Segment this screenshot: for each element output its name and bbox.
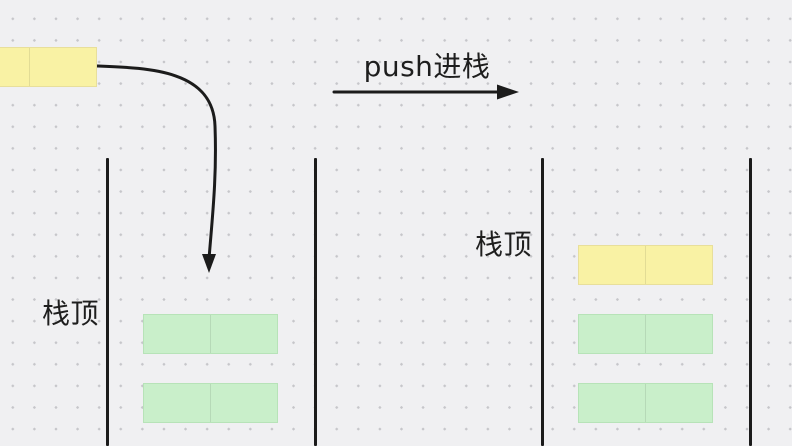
left-stack-right-wall <box>314 158 317 446</box>
stack-item <box>143 383 278 423</box>
stack-cell <box>144 384 211 422</box>
stack-cell <box>579 384 646 422</box>
left-stack-items <box>143 314 278 423</box>
stack-item <box>143 314 278 354</box>
arrowhead-right-icon <box>497 84 519 100</box>
stack-cell <box>30 48 96 86</box>
stack-item <box>578 245 713 285</box>
push-arrow-label: push进栈 <box>363 50 491 83</box>
push-curve-arrow <box>95 64 217 273</box>
stack-cell <box>579 246 646 284</box>
left-stack-top-label: 栈顶 <box>42 297 100 330</box>
stack-cell <box>646 315 712 353</box>
right-stack-right-wall <box>749 158 752 446</box>
stack-cell <box>579 315 646 353</box>
stack-cell <box>144 315 211 353</box>
arrowhead-down-icon <box>202 254 216 273</box>
stack-cell <box>646 246 712 284</box>
right-stack-top-label: 栈顶 <box>475 228 533 261</box>
incoming-item <box>0 47 97 87</box>
right-stack-items <box>578 245 713 423</box>
stack-cell <box>211 384 277 422</box>
stack-item <box>578 383 713 423</box>
left-stack-left-wall <box>106 158 109 446</box>
stack-cell <box>0 48 30 86</box>
stack-cell <box>646 384 712 422</box>
push-horizontal-arrow <box>332 84 519 100</box>
stack-cell <box>211 315 277 353</box>
stack-item <box>578 314 713 354</box>
right-stack-left-wall <box>541 158 544 446</box>
